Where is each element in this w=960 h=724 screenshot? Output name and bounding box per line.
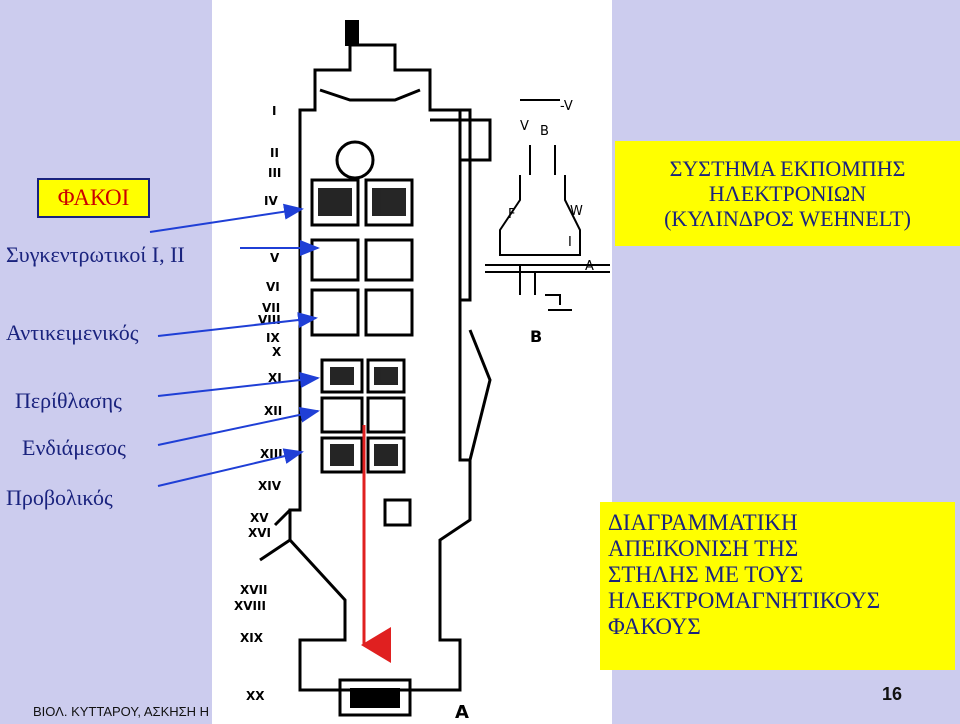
label-condenser: Συγκεντρωτικοί I, II xyxy=(6,242,185,267)
schematic-line-3: ΣΤΗΛΗΣ ΜΕ ΤΟΥΣ xyxy=(608,562,804,587)
numeral-iii: III xyxy=(268,166,281,180)
lens-numerals: I II III IV V VI VII VIII IX X XI XII XI… xyxy=(234,104,283,703)
page-number: 16 xyxy=(882,684,903,704)
lens-pointer-arrows xyxy=(149,203,320,487)
numeral-i: I xyxy=(272,104,276,118)
electron-gun-line-1: ΣΥΣΤΗΜΑ ΕΚΠΟΜΠΗΣ xyxy=(669,156,906,181)
camera-film xyxy=(350,688,400,708)
numeral-vii: VII xyxy=(262,301,280,315)
numeral-vi: VI xyxy=(266,280,280,294)
numeral-ii: II xyxy=(270,146,279,160)
gun-label-a: A xyxy=(585,259,594,274)
gun-label-v: V xyxy=(520,119,529,134)
arrow-intermediate xyxy=(157,406,320,446)
label-diffraction: Περίθλασης xyxy=(15,388,122,413)
schematic-box: ΔΙΑΓΡΑΜΜΑΤΙΚΗ ΑΠΕΙΚΟΝΙΣΗ ΤΗΣ ΣΤΗΛΗΣ ΜΕ Τ… xyxy=(600,502,955,670)
diagram-panel xyxy=(212,0,612,724)
electron-gun-box: ΣΥΣΤΗΜΑ ΕΚΠΟΜΠΗΣ ΗΛΕΚΤΡΟΝΙΩΝ (ΚΥΛΙΝΔΡΟΣ … xyxy=(615,141,960,246)
numeral-v: V xyxy=(270,251,280,265)
label-projector: Προβολικός xyxy=(6,485,113,510)
gun-cap xyxy=(345,20,359,46)
camera-chamber xyxy=(338,678,412,717)
arrow-diffraction xyxy=(157,372,320,397)
schematic-line-5: ΦΑΚΟΥΣ xyxy=(608,614,701,639)
schematic-line-4: ΗΛΕΚΤΡΟΜΑΓΝΗΤΙΚΟΥΣ xyxy=(608,588,881,613)
numeral-xvii: XVII xyxy=(240,583,267,597)
lenses-title: ΦΑΚΟΙ xyxy=(57,185,130,210)
arrow-condenser-1 xyxy=(149,203,304,233)
lens-blocks xyxy=(310,140,414,527)
numeral-xviii: XVIII xyxy=(234,599,266,613)
electron-gun-line-2: ΗΛΕΚΤΡΟΝΙΩΝ xyxy=(708,181,867,206)
gun-label-b: B xyxy=(540,124,549,139)
schematic-line-1: ΔΙΑΓΡΑΜΜΑΤΙΚΗ xyxy=(608,510,798,535)
electron-gun-inset xyxy=(485,99,610,311)
column-outline xyxy=(259,43,492,692)
numeral-xx: XX xyxy=(246,689,265,703)
numeral-iv: IV xyxy=(264,194,278,208)
footer-text: ΒΙΟΛ. ΚΥΤΤΑΡΟΥ, ΑΣΚΗΣΗ Η xyxy=(33,704,210,719)
numeral-xvi: XVI xyxy=(248,526,271,540)
arrow-projector xyxy=(157,448,304,487)
numeral-xix: XIX xyxy=(240,631,264,645)
electron-gun-line-3: (ΚΥΛΙΝΔΡΟΣ WEHNELT) xyxy=(664,206,911,231)
gun-label-i: I xyxy=(568,235,572,250)
diagram-label-b: B xyxy=(530,327,542,346)
numeral-xii: XII xyxy=(264,404,282,418)
gun-label-w: W xyxy=(570,204,583,219)
diagram-label-a: A xyxy=(455,702,469,723)
label-intermediate: Ενδιάμεσος xyxy=(22,435,126,460)
schematic-line-2: ΑΠΕΙΚΟΝΙΣΗ ΤΗΣ xyxy=(608,536,799,561)
gun-label-f: F xyxy=(508,207,515,222)
gun-labels: -V V B F W I A xyxy=(508,99,594,274)
arrow-objective xyxy=(157,312,318,337)
label-objective: Αντικειμενικός xyxy=(6,320,139,345)
lenses-title-box: ΦΑΚΟΙ xyxy=(37,178,150,218)
numeral-xv: XV xyxy=(250,511,269,525)
numeral-ix: IX xyxy=(266,331,280,345)
numeral-x: X xyxy=(272,345,282,359)
lens-fills xyxy=(318,188,406,466)
gun-label-v-neg: -V xyxy=(560,99,573,114)
numeral-xiv: XIV xyxy=(258,479,282,493)
